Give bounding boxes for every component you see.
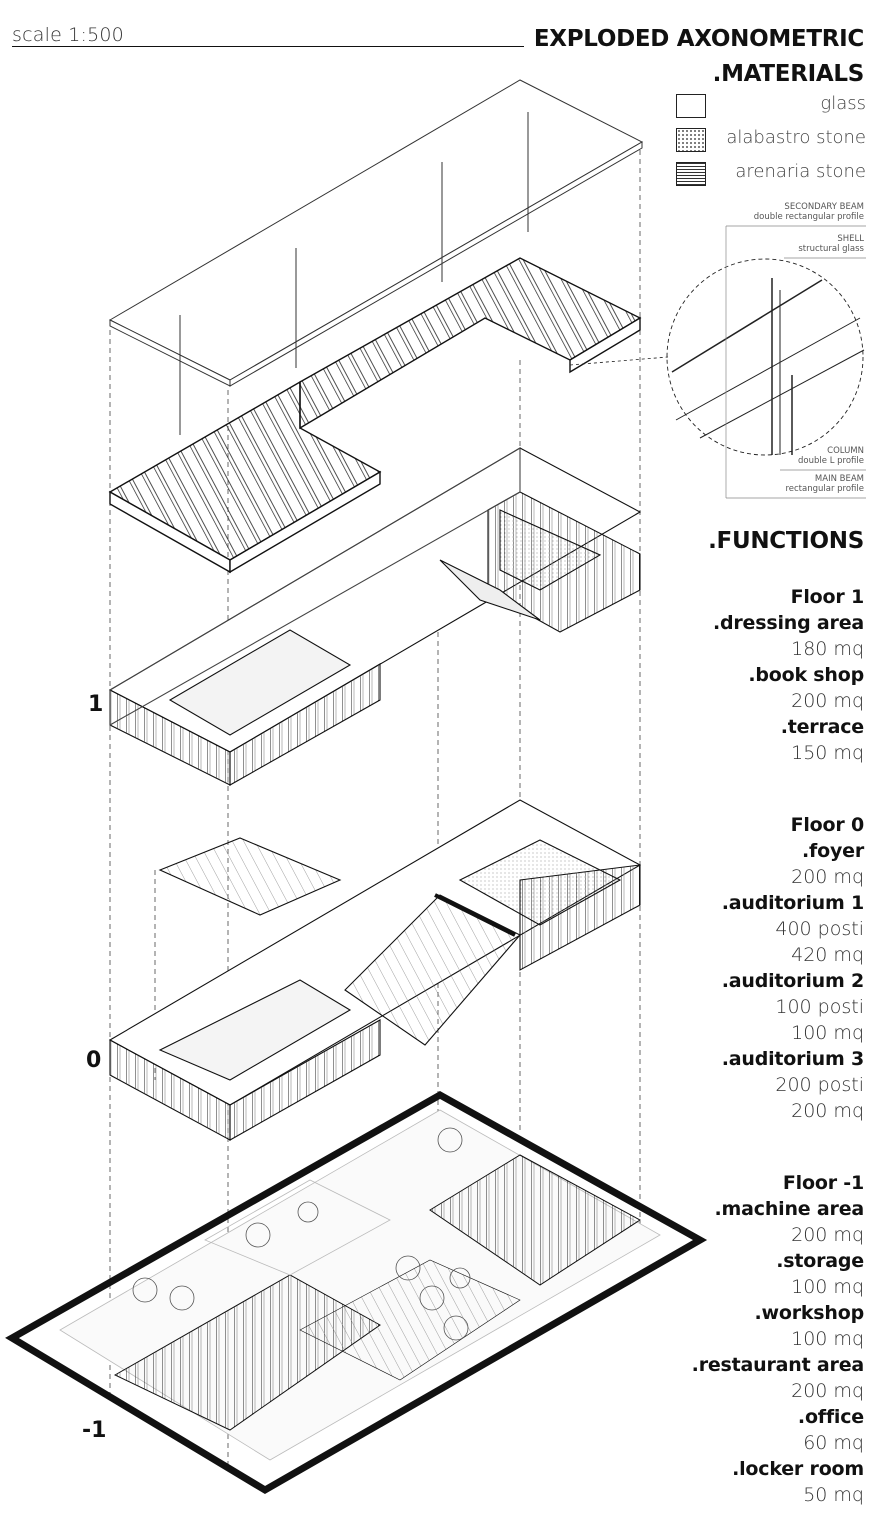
note-title: COLUMN [827,446,864,456]
function-name: .auditorium 3 [721,1048,864,1070]
note-secondary-beam: SECONDARY BEAM double rectangular profil… [754,202,864,222]
note-main-beam: MAIN BEAM rectangular profile [785,474,864,494]
floor-title: Floor -1 [782,1172,864,1194]
note-sub: double rectangular profile [753,212,864,222]
structural-detail-callout [569,225,866,499]
function-area: 100 mq [791,1022,864,1044]
function-name: .machine area [714,1198,865,1220]
function-name: .office [797,1406,864,1428]
legend-item-alabastro: alabastro stone [672,126,866,154]
floor-minus-1-functions: Floor -1 .machine area 200 mq .storage 1… [564,1170,865,1508]
floor-title: Floor 0 [790,814,865,836]
legend-label: glass [820,93,866,114]
function-area: 100 mq [791,1328,864,1350]
scale-underline [12,46,524,47]
legend-item-arenaria: arenaria stone [672,160,866,188]
roof-beam-structure [108,257,642,574]
functions-heading: .FUNCTIONS [708,528,864,554]
function-name: .restaurant area [691,1354,865,1376]
alabastro-swatch [676,128,706,152]
scale-label: scale 1:500 [12,24,124,46]
function-name: .storage [776,1250,864,1272]
note-title: SHELL [837,234,864,244]
note-sub: structural glass [798,244,864,254]
function-area: 50 mq [803,1484,864,1506]
function-area: 200 mq [791,690,864,712]
function-name: .terrace [780,716,865,738]
note-title: MAIN BEAM [814,474,864,484]
function-seats: 100 posti [775,996,864,1018]
note-title: SECONDARY BEAM [784,202,864,212]
glass-swatch [676,94,706,118]
function-area: 420 mq [791,944,864,966]
function-area: 60 mq [803,1432,864,1454]
function-name: .dressing area [712,612,864,634]
function-area: 100 mq [791,1276,864,1298]
function-area: 200 mq [791,1380,864,1402]
note-column: COLUMN double L profile [798,446,864,466]
legend-label: alabastro stone [726,127,866,148]
note-shell: SHELL structural glass [798,234,864,254]
floor-label-1: 1 [88,692,104,717]
function-area: 200 mq [791,866,864,888]
roof-glass-slab [108,79,644,435]
function-seats: 200 posti [775,1074,864,1096]
function-name: .auditorium 2 [721,970,864,992]
floor-label-minus-1: -1 [82,1418,107,1443]
floor-minus-1-volume [5,1090,708,1495]
floor-label-0: 0 [86,1048,102,1073]
arenaria-swatch [676,162,706,186]
function-area: 180 mq [791,638,864,660]
note-sub: rectangular profile [785,484,864,494]
floor-0-volume [108,799,642,1141]
floor-1-functions: Floor 1 .dressing area 180 mq .book shop… [564,584,864,766]
materials-heading: .MATERIALS [712,61,865,87]
legend-label: arenaria stone [735,161,866,182]
floor-1-volume [108,447,642,786]
function-name: .auditorium 1 [721,892,864,914]
function-area: 150 mq [791,742,864,764]
function-name: .locker room [732,1458,864,1480]
function-area: 200 mq [791,1224,864,1246]
function-area: 200 mq [791,1100,864,1122]
note-sub: double L profile [798,456,864,466]
floor-title: Floor 1 [790,586,865,608]
function-name: .workshop [754,1302,864,1324]
floor-0-functions: Floor 0 .foyer 200 mq .auditorium 1 400 … [564,812,864,1124]
function-name: .book shop [748,664,864,686]
function-name: .foyer [802,840,864,862]
legend-item-glass: glass [672,92,866,120]
function-seats: 400 posti [775,918,864,940]
page-title: EXPLODED AXONOMETRIC [533,26,864,52]
